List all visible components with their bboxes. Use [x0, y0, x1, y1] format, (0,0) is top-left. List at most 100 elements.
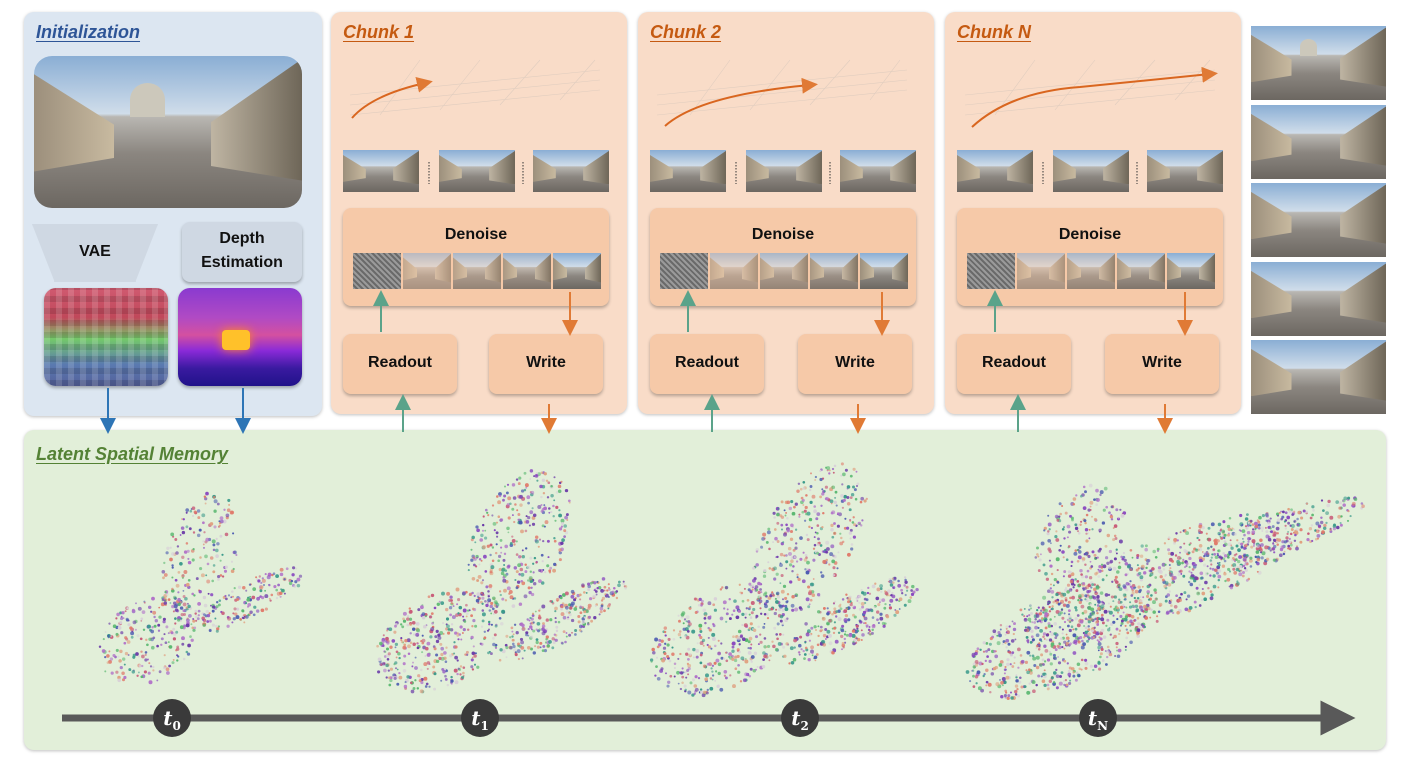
cloud-point	[567, 611, 571, 615]
cloud-point	[1055, 538, 1060, 542]
cloud-point	[232, 532, 235, 535]
cloud-point	[256, 609, 260, 613]
cloud-point	[1340, 515, 1343, 518]
cloud-point	[1296, 523, 1300, 527]
cloud-point	[831, 510, 836, 515]
cloud-point	[147, 658, 149, 661]
cloud-point	[836, 567, 839, 570]
cloud-point	[1082, 581, 1086, 586]
cloud-point	[1190, 571, 1193, 574]
cloud-point	[768, 659, 771, 662]
cloud-point	[490, 601, 494, 605]
cloud-point	[728, 617, 732, 621]
cloud-point	[1041, 658, 1045, 662]
cloud-point	[1255, 550, 1260, 554]
cloud-point	[754, 635, 759, 639]
cloud-point	[541, 478, 546, 482]
cloud-point	[977, 686, 982, 691]
cloud-point	[489, 652, 493, 656]
cloud-point	[219, 559, 222, 562]
cloud-point	[183, 570, 188, 574]
cloud-point	[765, 540, 769, 544]
cloud-point	[473, 594, 476, 597]
cloud-point	[547, 556, 550, 559]
cloud-point	[557, 489, 562, 494]
cloud-point	[1061, 616, 1065, 620]
cloud-point	[1198, 604, 1202, 607]
cloud-point	[564, 605, 569, 610]
cloud-point	[1083, 519, 1087, 523]
cloud-point	[409, 623, 412, 626]
cloud-point	[1138, 613, 1142, 616]
cloud-point	[122, 657, 126, 661]
cloud-point	[807, 585, 811, 589]
cloud-point	[702, 664, 707, 668]
cloud-point	[531, 614, 535, 617]
cloud-point	[821, 629, 824, 632]
cloud-point	[1093, 517, 1097, 522]
cloud-point	[379, 641, 383, 646]
cloud-point	[206, 613, 211, 618]
cloud-point	[158, 670, 162, 674]
cloud-point	[227, 616, 232, 621]
cloud-point	[189, 635, 192, 638]
cloud-point	[527, 579, 530, 582]
cloud-point	[1171, 581, 1174, 584]
cloud-point	[824, 638, 827, 640]
cloud-point	[476, 556, 479, 559]
cloud-point	[476, 592, 481, 597]
cloud-point	[1143, 625, 1147, 629]
cloud-point	[1101, 578, 1105, 582]
cloud-point	[775, 600, 779, 604]
cloud-point	[1051, 605, 1054, 608]
cloud-point	[809, 582, 814, 587]
cloud-point	[618, 580, 621, 584]
cloud-point	[117, 626, 122, 630]
cloud-point	[903, 603, 907, 607]
cloud-point	[777, 507, 780, 510]
cloud-point	[890, 594, 893, 597]
cloud-point	[439, 631, 444, 635]
cloud-point	[1198, 543, 1203, 548]
cloud-point	[1284, 527, 1287, 530]
readout-to-denoise-arrows	[373, 290, 1003, 332]
initialization-panel: Initialization VAE Depth Estimation	[24, 12, 322, 416]
cloud-point	[472, 645, 475, 648]
cloud-point	[1144, 547, 1148, 552]
cloud-point	[376, 644, 379, 648]
cloud-point	[1320, 516, 1323, 520]
cloud-point	[1347, 509, 1350, 513]
cloud-point	[447, 631, 451, 635]
cloud-point	[281, 588, 285, 593]
cloud-point	[789, 537, 794, 541]
cloud-point	[1118, 561, 1121, 564]
cloud-point	[792, 565, 795, 568]
cloud-point	[793, 636, 796, 640]
cloud-point	[222, 519, 227, 524]
cloud-point	[205, 491, 209, 496]
cloud-point	[733, 599, 737, 603]
cloud-point	[216, 601, 219, 604]
cloud-point	[294, 580, 298, 584]
cloud-point	[560, 521, 565, 526]
cloud-point	[1078, 583, 1082, 587]
cloud-point	[719, 616, 724, 621]
cloud-point	[536, 479, 539, 482]
cloud-point	[488, 623, 491, 626]
cloud-point	[1080, 573, 1083, 576]
cloud-point	[1125, 628, 1128, 631]
cloud-point	[416, 646, 420, 650]
cloud-point	[232, 612, 235, 615]
cloud-point	[849, 602, 853, 607]
cloud-point	[1040, 640, 1043, 643]
cloud-point	[1014, 638, 1017, 641]
cloud-point	[1097, 606, 1101, 611]
cloud-point	[1177, 561, 1182, 566]
cloud-point	[483, 630, 486, 633]
cloud-point	[798, 653, 801, 656]
cloud-point	[843, 637, 846, 641]
cloud-point	[1098, 631, 1101, 634]
cloud-point	[1049, 652, 1053, 656]
cloud-point	[1254, 521, 1258, 526]
cloud-point	[704, 614, 707, 617]
